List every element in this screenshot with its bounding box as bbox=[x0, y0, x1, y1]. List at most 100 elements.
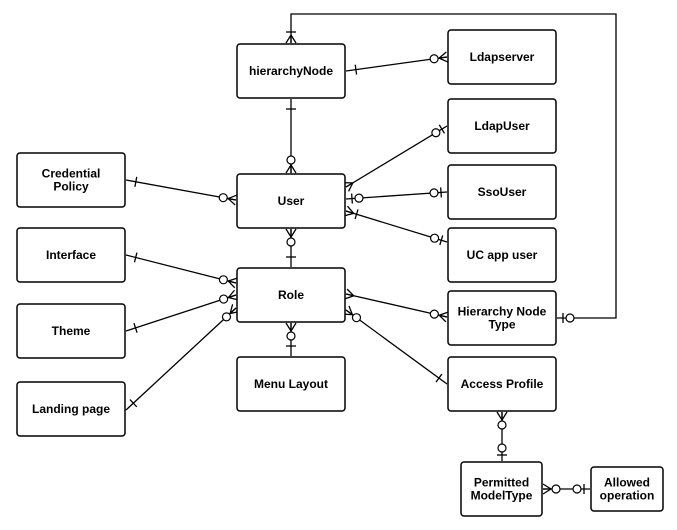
cardinality-crowfoot bbox=[290, 322, 297, 332]
entity-interface[interactable]: Interface bbox=[16, 227, 126, 283]
cardinality-circle bbox=[219, 294, 229, 304]
entity-theme[interactable]: Theme bbox=[16, 303, 126, 359]
cardinality-bar bbox=[435, 373, 443, 383]
relationship-line bbox=[125, 307, 237, 411]
relationship-role-access bbox=[342, 305, 448, 385]
relationship-permitted-allowed bbox=[542, 483, 590, 495]
cardinality-crowfoot bbox=[290, 164, 297, 174]
cardinality-circle bbox=[497, 420, 507, 430]
relationship-landing-role bbox=[125, 304, 240, 411]
cardinality-circle bbox=[354, 193, 364, 203]
cardinality-circle bbox=[351, 313, 362, 323]
entity-access[interactable]: Access Profile bbox=[447, 356, 557, 412]
cardinality-circle bbox=[286, 331, 296, 341]
relationship-user-ssouser bbox=[345, 187, 448, 204]
cardinality-circle bbox=[497, 443, 507, 453]
relationship-access-permitted bbox=[496, 411, 508, 461]
entity-label: User bbox=[278, 194, 305, 208]
cardinality-crowfoot bbox=[346, 205, 355, 214]
cardinality-circle bbox=[429, 188, 439, 198]
relationship-interface-role bbox=[125, 252, 238, 289]
entity-label: ModelType bbox=[471, 489, 533, 503]
cardinality-circle bbox=[429, 54, 439, 64]
cardinality-crowfoot bbox=[227, 280, 236, 289]
cardinality-crowfoot bbox=[285, 322, 292, 332]
cardinality-crowfoot bbox=[344, 295, 355, 300]
cardinality-circle bbox=[551, 484, 561, 494]
relationship-hierarchyNode-user bbox=[285, 99, 297, 174]
cardinality-bar bbox=[133, 252, 138, 263]
relationship-role-menu bbox=[285, 322, 297, 356]
cardinality-crowfoot bbox=[285, 164, 292, 174]
cardinality-crowfoot bbox=[344, 212, 354, 217]
cardinality-crowfoot bbox=[227, 198, 236, 206]
cardinality-bar bbox=[350, 193, 353, 204]
entity-ldapserver[interactable]: Ldapserver bbox=[447, 29, 557, 85]
entity-box bbox=[590, 466, 664, 512]
cardinality-crowfoot bbox=[438, 56, 448, 59]
entity-box bbox=[236, 356, 346, 412]
relationship-line bbox=[125, 254, 237, 284]
entity-box bbox=[447, 164, 557, 220]
entity-user[interactable]: User bbox=[236, 173, 346, 229]
cardinality-bar bbox=[134, 176, 138, 187]
entity-box bbox=[16, 303, 126, 359]
entity-box bbox=[447, 98, 557, 154]
entity-box bbox=[16, 227, 126, 283]
entity-label: Policy bbox=[53, 180, 89, 194]
relationship-credential-user bbox=[125, 176, 238, 206]
entity-label: operation bbox=[600, 489, 655, 503]
entity-label: Credential bbox=[42, 167, 101, 181]
cardinality-crowfoot bbox=[438, 51, 447, 59]
entity-landing[interactable]: Landing page bbox=[16, 381, 126, 437]
relationship-line bbox=[290, 13, 617, 319]
entity-hierarchyNode[interactable]: hierarchyNode bbox=[236, 43, 346, 99]
cardinality-crowfoot bbox=[228, 294, 237, 299]
cardinality-crowfoot bbox=[542, 488, 552, 495]
cardinality-circle bbox=[221, 312, 232, 322]
cardinality-circle bbox=[429, 233, 440, 243]
cardinality-bar bbox=[354, 209, 359, 220]
relationship-user-role bbox=[285, 228, 297, 267]
cardinality-crowfoot bbox=[438, 314, 447, 323]
entity-box bbox=[447, 356, 557, 412]
entity-label: Allowed bbox=[604, 476, 650, 490]
entity-label: Hierarchy Node bbox=[458, 305, 547, 319]
cardinality-crowfoot bbox=[542, 483, 552, 490]
cardinality-crowfoot bbox=[228, 296, 238, 301]
cardinality-bar bbox=[439, 235, 444, 246]
relationship-line bbox=[345, 210, 448, 243]
cardinality-crowfoot bbox=[439, 314, 448, 318]
cardinality-crowfoot bbox=[348, 305, 354, 315]
entity-ssouser[interactable]: SsoUser bbox=[447, 164, 557, 220]
cardinality-crowfoot bbox=[345, 210, 354, 214]
cardinality-circle bbox=[565, 313, 575, 323]
cardinality-crowfoot bbox=[229, 304, 234, 314]
entity-ucappuser[interactable]: UC app user bbox=[447, 227, 557, 283]
cardinality-crowfoot bbox=[438, 57, 448, 63]
cardinality-crowfoot bbox=[285, 228, 292, 238]
entity-box bbox=[236, 43, 346, 99]
cardinality-bar bbox=[133, 322, 138, 333]
cardinality-circle bbox=[431, 128, 441, 138]
cardinality-crowfoot bbox=[228, 197, 237, 201]
cardinality-crowfoot bbox=[438, 311, 449, 316]
entity-label: LdapUser bbox=[474, 119, 530, 133]
cardinality-circle bbox=[429, 309, 439, 319]
entity-label: Permitted bbox=[474, 476, 529, 490]
entity-menu[interactable]: Menu Layout bbox=[236, 356, 346, 412]
cardinality-bar bbox=[354, 64, 358, 75]
cardinality-crowfoot bbox=[346, 288, 355, 297]
entity-label: Access Profile bbox=[461, 377, 544, 391]
entity-label: Menu Layout bbox=[254, 377, 328, 391]
entity-ldapuser[interactable]: LdapUser bbox=[447, 98, 557, 154]
entity-label: hierarchyNode bbox=[249, 64, 333, 78]
cardinality-crowfoot bbox=[345, 182, 354, 188]
entity-role[interactable]: Role bbox=[236, 267, 346, 323]
cardinality-crowfoot bbox=[501, 411, 508, 421]
